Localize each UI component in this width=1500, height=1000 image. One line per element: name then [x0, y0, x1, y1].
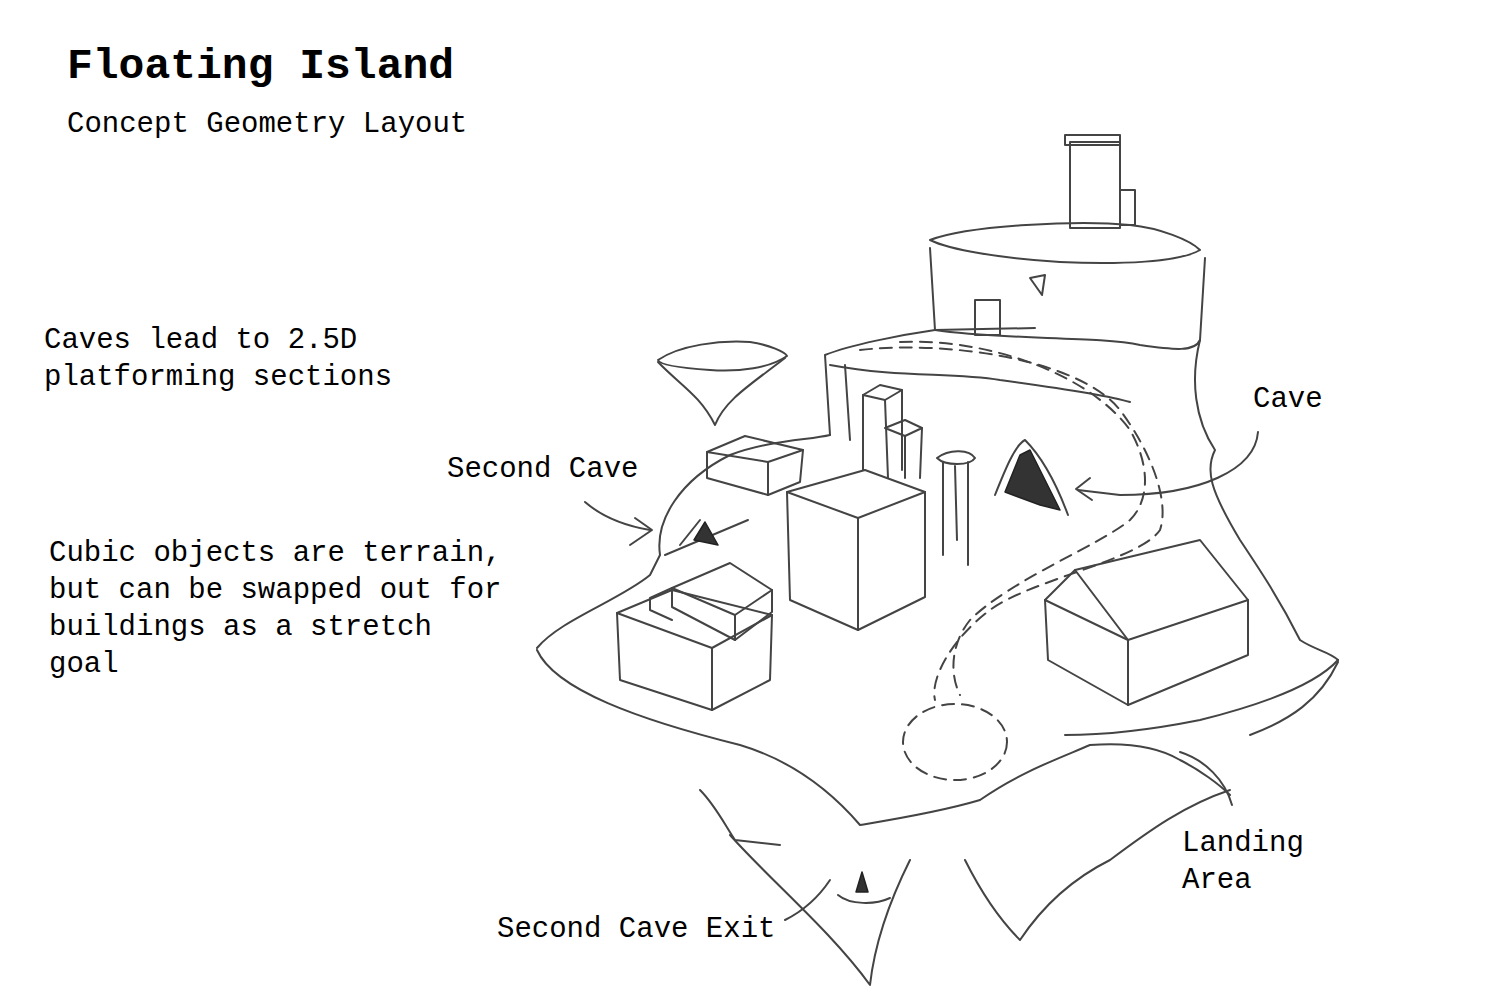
leader-line: [585, 502, 650, 530]
leader-line: [585, 432, 1258, 920]
island-outline: [1065, 660, 1338, 735]
leader-line: [785, 880, 830, 920]
note: Caves lead to 2.5D platforming sections: [44, 322, 404, 396]
island-outline: [537, 650, 1230, 825]
terrain-cube: [672, 588, 735, 640]
callout-label: Second Cave: [447, 451, 677, 488]
pillar: [863, 385, 902, 400]
cave-mouth: [995, 440, 1068, 515]
terrain-cube: [707, 436, 803, 462]
terrain-cube: [650, 588, 672, 620]
pillar: [943, 462, 968, 565]
house-block: [1075, 570, 1128, 640]
house-block: [1045, 600, 1128, 705]
island-outline: [537, 223, 1338, 825]
tower: [975, 135, 1135, 335]
island-underside: [838, 895, 890, 903]
subtitle: Concept Geometry Layout: [67, 106, 527, 143]
callout-label: Cave: [1253, 381, 1353, 418]
terrain-cube: [617, 613, 712, 710]
island-underside: [700, 662, 1338, 985]
tower: [975, 300, 1000, 335]
terrain-cube: [712, 615, 772, 710]
terrain-cube: [787, 492, 858, 630]
terrain-cube: [707, 452, 768, 495]
terrain-cube: [617, 436, 925, 710]
pillar: [863, 390, 902, 478]
floating-rock: [658, 342, 787, 371]
island-outline: [930, 223, 1200, 263]
island-outline: [1195, 258, 1338, 660]
cave-mouth: [665, 520, 748, 555]
dashed-path: [903, 704, 1007, 780]
tower: [1070, 142, 1120, 228]
island-outline: [930, 248, 935, 330]
pillar: [885, 420, 922, 436]
title: Floating Island: [67, 42, 454, 92]
dashed-path: [860, 342, 1163, 780]
cave-mouth: [665, 440, 1068, 555]
note: Cubic objects are terrain, but can be sw…: [49, 535, 514, 683]
tower: [1120, 190, 1135, 225]
tower: [1030, 275, 1045, 295]
house-block: [1128, 600, 1248, 705]
island-underside: [700, 790, 780, 845]
dashed-path: [860, 348, 1163, 701]
floating-rock: [658, 342, 787, 425]
leader-line: [1078, 432, 1258, 495]
callout-label: Second Cave Exit: [497, 911, 797, 948]
cave-mouth: [1005, 450, 1060, 510]
terrain-cube: [672, 563, 772, 615]
tower: [1065, 135, 1120, 145]
house-block: [1045, 540, 1248, 640]
island-underside: [856, 872, 868, 892]
pillar: [863, 385, 975, 565]
floating-rock: [658, 358, 785, 425]
pillar: [905, 428, 922, 478]
island-underside: [1250, 662, 1338, 735]
callout-label: Landing Area: [1182, 825, 1312, 899]
cave-mouth: [694, 522, 718, 545]
house-block: [1045, 540, 1248, 705]
leader-line: [630, 518, 652, 545]
leader-line: [1076, 478, 1092, 500]
leader-line: [1180, 752, 1232, 805]
island-outline: [825, 328, 1035, 435]
island-outline: [845, 365, 850, 440]
island-underside: [730, 835, 910, 985]
terrain-cube: [735, 590, 772, 640]
dashed-path: [900, 342, 1145, 695]
terrain-cube: [858, 492, 925, 630]
